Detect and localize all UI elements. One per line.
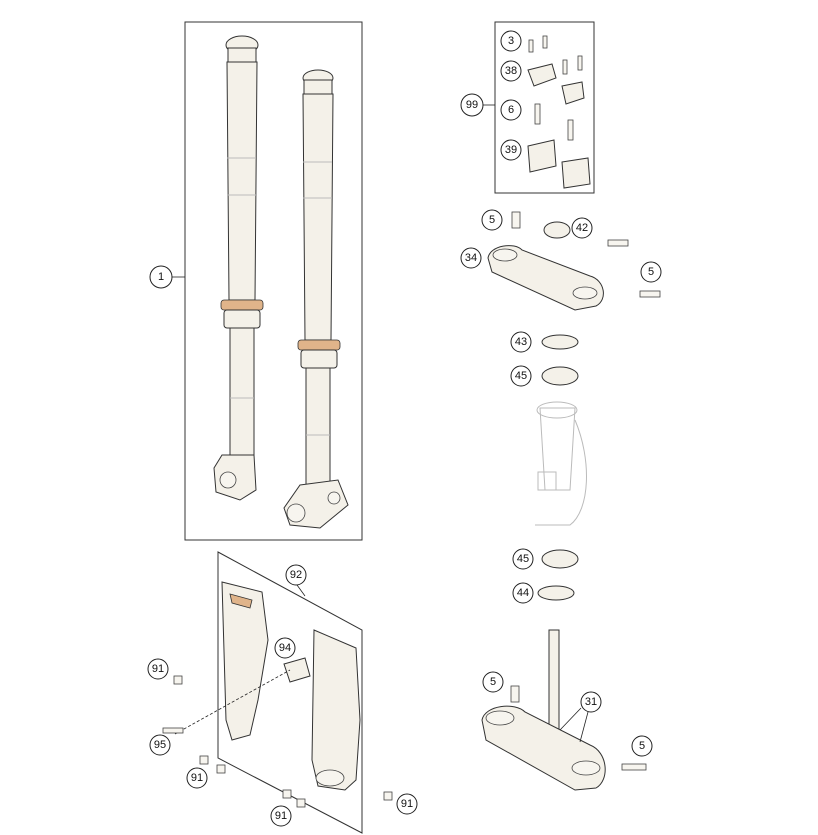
bearing-45-bottom (541, 549, 579, 569)
svg-text:99: 99 (466, 99, 478, 111)
callout-44: 44 (512, 582, 534, 604)
callout-1: 1 (149, 265, 173, 289)
callout-39: 39 (500, 139, 522, 161)
callout-5b: 5 (640, 261, 662, 283)
callout-45b: 45 (512, 548, 534, 570)
clamp-39-a (527, 139, 557, 173)
svg-text:91: 91 (191, 772, 203, 784)
bolt-5c (510, 685, 520, 703)
fork-leg-left (213, 35, 264, 501)
steering-bearing-group: 43 45 45 44 (510, 331, 587, 604)
frame-head-ghost (535, 401, 587, 526)
lower-triple-clamp-group: 5 31 5 (481, 629, 653, 791)
seal-44 (537, 585, 575, 601)
screw-91-a (173, 675, 183, 685)
callout-45a: 45 (510, 365, 532, 387)
svg-text:5: 5 (648, 266, 654, 278)
screw-91-c2 (296, 798, 306, 808)
clamp-screws (528, 35, 583, 141)
clamp-38-b (561, 81, 585, 105)
callout-5a: 5 (481, 209, 503, 231)
callout-31: 31 (580, 691, 602, 713)
seal-43 (541, 334, 579, 350)
fork-guard-frame (217, 551, 363, 834)
fork-assembly-frame (184, 21, 363, 541)
svg-text:95: 95 (154, 739, 166, 751)
svg-text:94: 94 (279, 642, 291, 654)
clamp-kit-frame (494, 21, 595, 194)
screw-91-c1 (282, 789, 292, 799)
callout-91a: 91 (147, 658, 169, 680)
upper-triple-clamp-group: 5 42 34 5 (460, 209, 662, 311)
screw-91-b1 (199, 755, 209, 765)
svg-text:45: 45 (515, 370, 527, 382)
svg-text:43: 43 (515, 336, 527, 348)
callout-5c: 5 (482, 671, 504, 693)
svg-text:5: 5 (489, 214, 495, 226)
svg-text:31: 31 (585, 696, 597, 708)
fork-assembly-group: 1 (149, 21, 363, 541)
callout-91b: 91 (186, 767, 208, 789)
callout-42: 42 (571, 217, 593, 239)
callout-6: 6 (500, 99, 522, 121)
fork-guard-right (311, 629, 361, 791)
callout-91d: 91 (396, 793, 418, 815)
callout-3: 3 (500, 30, 522, 52)
screw-91-d (383, 791, 393, 801)
callout-91c: 91 (270, 805, 292, 827)
bolt-95 (162, 727, 184, 734)
svg-text:5: 5 (639, 740, 645, 752)
svg-text:38: 38 (505, 65, 517, 77)
svg-text:91: 91 (401, 798, 413, 810)
svg-text:5: 5 (490, 676, 496, 688)
callout-38: 38 (500, 60, 522, 82)
svg-text:42: 42 (576, 222, 588, 234)
svg-text:3: 3 (508, 35, 514, 47)
svg-text:44: 44 (517, 587, 529, 599)
callout-43: 43 (510, 331, 532, 353)
svg-text:91: 91 (275, 810, 287, 822)
callout-34: 34 (460, 247, 482, 269)
nut-42 (543, 221, 571, 239)
clamp-38-a (527, 63, 557, 87)
svg-text:91: 91 (152, 663, 164, 675)
svg-text:39: 39 (505, 144, 517, 156)
callout-5d: 5 (631, 735, 653, 757)
fork-leg-right (283, 69, 349, 529)
svg-text:34: 34 (465, 252, 477, 264)
clamp-kit-group: 99 3 38 6 39 (460, 21, 595, 194)
screw-91-b2 (216, 764, 226, 774)
svg-text:6: 6 (508, 104, 514, 116)
fork-guard-left (221, 581, 269, 741)
callout-95: 95 (149, 734, 171, 756)
bolt-5b-1 (607, 239, 629, 247)
clip-94 (283, 657, 311, 683)
steering-stem (548, 629, 560, 741)
bolt-5a (511, 211, 521, 229)
bearing-45-top (541, 366, 579, 386)
svg-text:45: 45 (517, 553, 529, 565)
callout-92: 92 (285, 564, 307, 586)
fork-guard-group: 92 94 91 95 91 91 91 (147, 551, 418, 834)
clamp-39-b (561, 157, 591, 189)
callout-94: 94 (274, 637, 296, 659)
callout-99: 99 (460, 93, 484, 117)
bolt-5d (621, 763, 647, 771)
svg-text:92: 92 (290, 569, 302, 581)
svg-text:1: 1 (158, 271, 164, 283)
bolt-5b-2 (639, 290, 661, 298)
